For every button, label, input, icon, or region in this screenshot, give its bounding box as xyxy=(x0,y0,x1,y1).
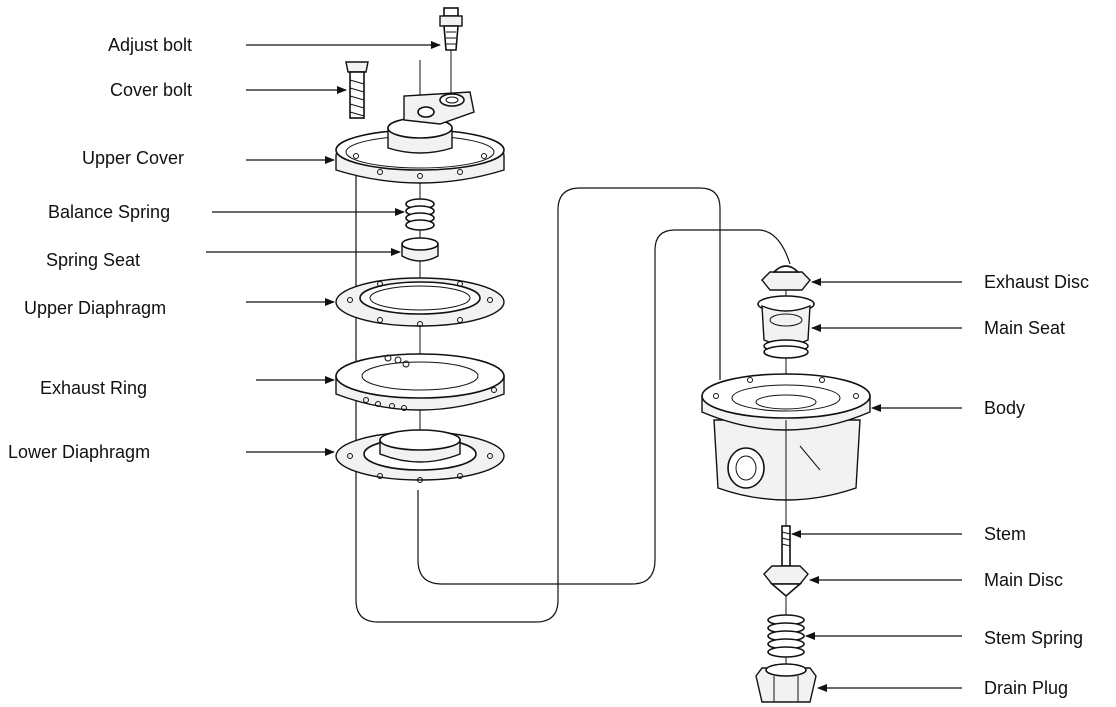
assembly-path-cover xyxy=(355,160,721,623)
label-cover-bolt: Cover bolt xyxy=(110,80,193,100)
lower-diaphragm-part xyxy=(335,429,505,483)
label-exhaust-disc: Exhaust Disc xyxy=(984,272,1090,292)
spring-seat-part xyxy=(401,237,439,262)
exhaust-ring-part xyxy=(335,353,505,411)
label-body: Body xyxy=(984,398,1026,418)
main-seat-part xyxy=(757,295,815,359)
upper-diaphragm-part xyxy=(335,277,505,327)
label-lower-diaphragm: Lower Diaphragm xyxy=(8,442,151,462)
exhaust-disc-part xyxy=(761,265,811,291)
label-stem: Stem xyxy=(984,524,1027,544)
label-balance-spring: Balance Spring xyxy=(48,202,171,222)
body-part xyxy=(701,373,871,501)
label-adjust-bolt: Adjust bolt xyxy=(108,35,193,55)
assembly-path-diaphragm xyxy=(417,229,791,585)
label-drain-plug: Drain Plug xyxy=(984,678,1069,698)
main-disc-part xyxy=(763,565,809,598)
stem-spring-part xyxy=(767,614,805,658)
label-stem-spring: Stem Spring xyxy=(984,628,1084,648)
stem-part xyxy=(781,525,791,567)
label-main-disc: Main Disc xyxy=(984,570,1064,590)
balance-spring-part xyxy=(405,198,435,231)
label-main-seat: Main Seat xyxy=(984,318,1066,338)
label-upper-cover: Upper Cover xyxy=(82,148,185,168)
label-upper-diaphragm: Upper Diaphragm xyxy=(24,298,167,318)
adjust-bolt-part xyxy=(439,7,463,96)
cover-bolt-part xyxy=(345,61,369,119)
label-exhaust-ring: Exhaust Ring xyxy=(40,378,148,398)
drain-plug-part xyxy=(755,663,817,703)
upper-cover-part xyxy=(335,91,505,184)
label-spring-seat: Spring Seat xyxy=(46,250,141,270)
